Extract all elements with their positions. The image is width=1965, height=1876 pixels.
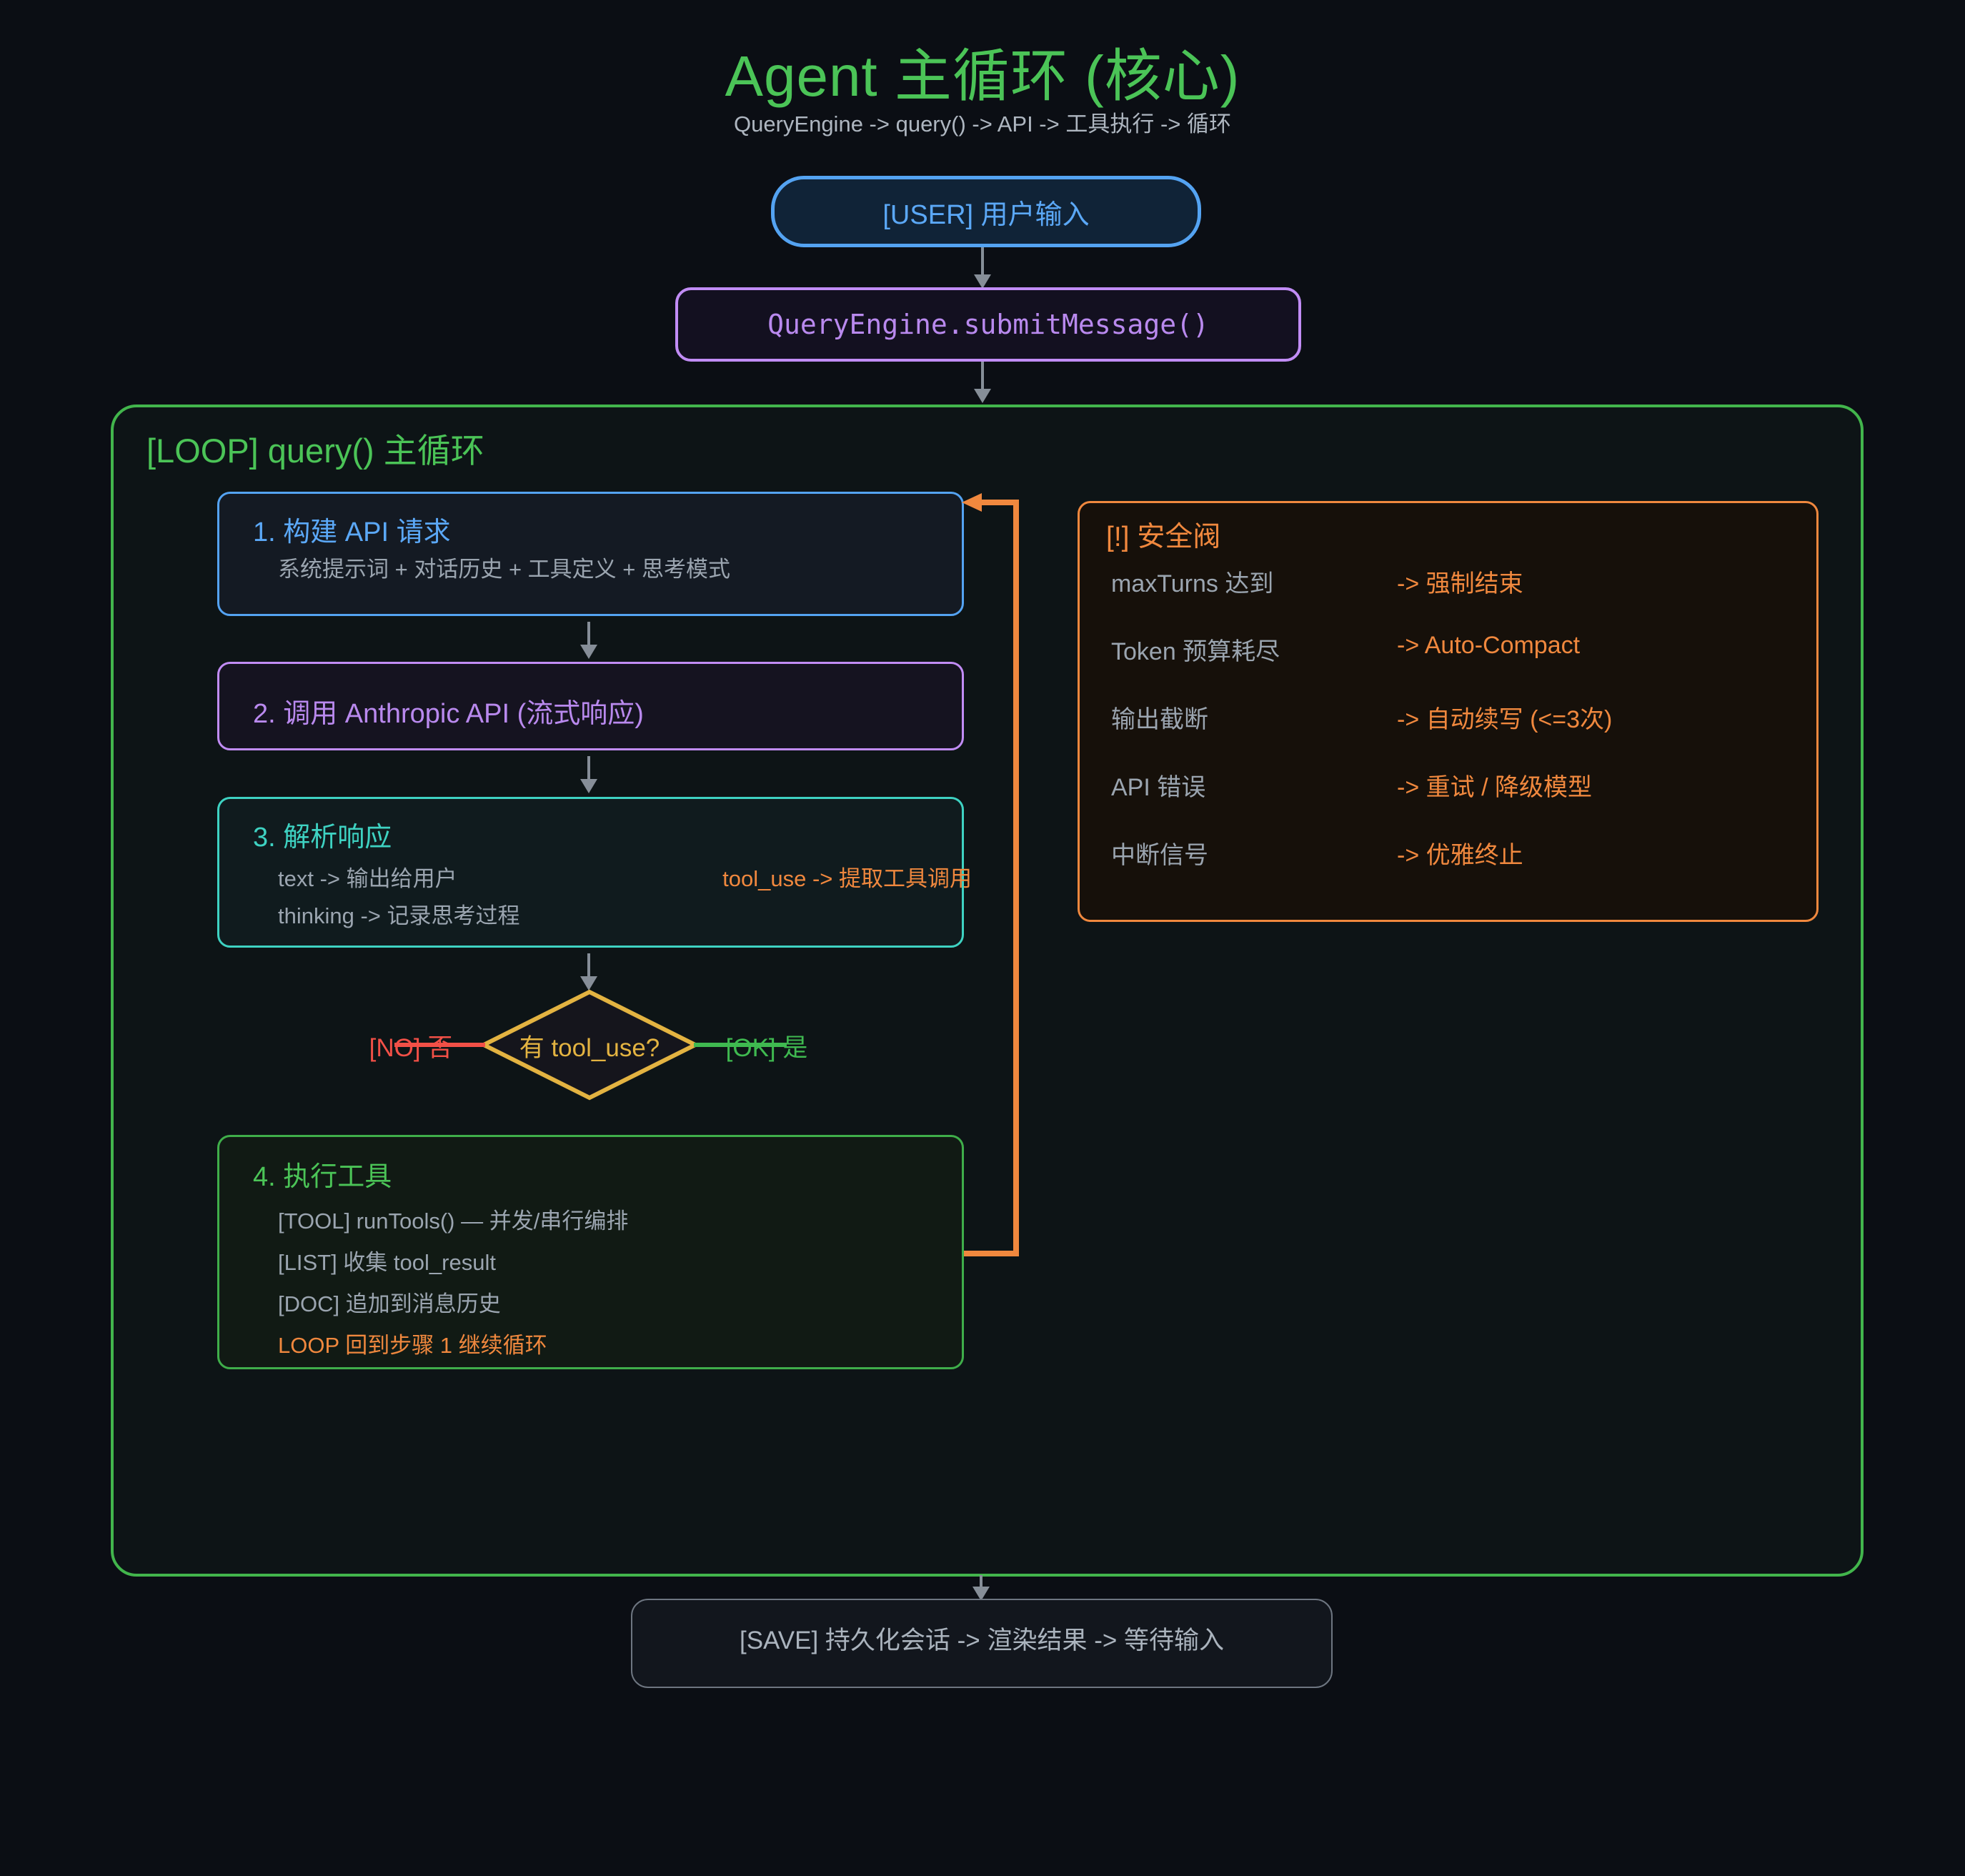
arrow-down-icon: [580, 976, 597, 991]
step4-line-runtools: [TOOL] runTools() — 并发/串行编排: [278, 1209, 629, 1234]
safety-action: -> 自动续写 (<=3次): [1397, 706, 1613, 733]
safety-action: -> 强制结束: [1397, 570, 1523, 597]
decision-yes-connector: [694, 1043, 787, 1047]
page-subtitle: QueryEngine -> query() -> API -> 工具执行 ->…: [733, 111, 1231, 137]
step3-title: 3. 解析响应: [253, 823, 392, 853]
safety-condition: API 错误: [1111, 774, 1206, 801]
step4-line-collect: [LIST] 收集 tool_result: [278, 1250, 496, 1275]
step3-text-line: text -> 输出给用户: [278, 866, 457, 891]
step1-desc: 系统提示词 + 对话历史 + 工具定义 + 思考模式: [278, 557, 730, 582]
decision-diamond: [479, 989, 700, 1101]
step4-run-tools: 4. 执行工具 [TOOL] runTools() — 并发/串行编排 [LIS…: [217, 1135, 964, 1369]
loop-container: [111, 405, 1864, 1577]
save-session-node: [SAVE] 持久化会话 -> 渲染结果 -> 等待输入: [631, 1599, 1333, 1688]
step3-thinking-line: thinking -> 记录思考过程: [278, 903, 520, 928]
decision-no-label: [NO] 否: [369, 1034, 453, 1062]
safety-row: maxTurns 达到 -> 强制结束: [1080, 564, 1816, 598]
step3-parse-response: 3. 解析响应 text -> 输出给用户 tool_use -> 提取工具调用…: [217, 797, 972, 948]
arrow-down-icon: [974, 274, 991, 289]
safety-condition: maxTurns 达到: [1111, 570, 1274, 597]
safety-condition: Token 预算耗尽: [1111, 638, 1280, 665]
submit-message-node: QueryEngine.submitMessage(): [675, 287, 1301, 362]
decision-no-connector: [394, 1043, 485, 1047]
safety-row: 输出截断 -> 自动续写 (<=3次): [1080, 700, 1816, 734]
safety-row: Token 预算耗尽 -> Auto-Compact: [1080, 632, 1816, 666]
safety-action: -> Auto-Compact: [1397, 632, 1581, 659]
loop-title: [LOOP] query() 主循环: [146, 432, 484, 470]
page-title: Agent 主循环 (核心): [725, 44, 1240, 108]
safety-condition: 中断信号: [1111, 842, 1208, 869]
decision-question: 有 tool_use?: [519, 1034, 660, 1062]
arrow-down-icon: [580, 779, 597, 793]
step2-call-anthropic-api: 2. 调用 Anthropic API (流式响应): [217, 662, 964, 750]
decision-yes-label: [OK] 是: [725, 1034, 808, 1062]
step4-title: 4. 执行工具: [253, 1162, 392, 1192]
arrow-left-icon: [962, 493, 982, 512]
step1-title: 1. 构建 API 请求: [253, 517, 451, 547]
arrow-down-icon: [972, 1587, 990, 1601]
step4-line-loopback: LOOP 回到步骤 1 继续循环: [278, 1333, 547, 1358]
safety-condition: 输出截断: [1111, 706, 1208, 733]
step3-tooluse-line: tool_use -> 提取工具调用: [722, 866, 972, 891]
safety-action: -> 优雅终止: [1397, 842, 1523, 869]
safety-action: -> 重试 / 降级模型: [1397, 774, 1592, 801]
arrow-down-icon: [974, 389, 991, 403]
user-input-label: [USER] 用户输入: [882, 199, 1090, 230]
user-input-node: [USER] 用户输入: [771, 176, 1201, 247]
safety-valve-title: [!] 安全阀: [1106, 522, 1221, 552]
safety-row: API 错误 -> 重试 / 降级模型: [1080, 768, 1816, 802]
step4-line-append: [DOC] 追加到消息历史: [278, 1291, 501, 1316]
save-session-label: [SAVE] 持久化会话 -> 渲染结果 -> 等待输入: [739, 1627, 1225, 1654]
safety-valve-panel: [!] 安全阀 maxTurns 达到 -> 强制结束 Token 预算耗尽 -…: [1078, 501, 1819, 922]
arrow-down-icon: [580, 645, 597, 659]
step2-title: 2. 调用 Anthropic API (流式响应): [253, 699, 644, 729]
step1-build-api-request: 1. 构建 API 请求 系统提示词 + 对话历史 + 工具定义 + 思考模式: [217, 492, 964, 616]
safety-row: 中断信号 -> 优雅终止: [1080, 835, 1816, 870]
submit-message-label: QueryEngine.submitMessage(): [767, 309, 1209, 340]
